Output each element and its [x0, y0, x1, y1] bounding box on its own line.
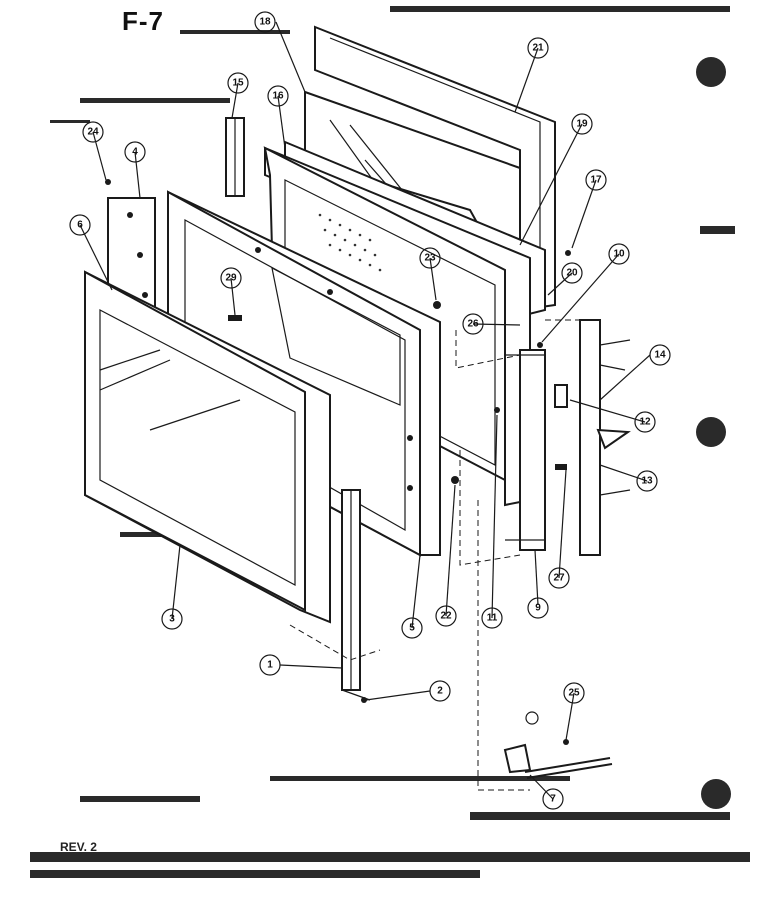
callout-5: 5	[409, 623, 415, 634]
callout-15: 15	[232, 78, 244, 89]
scan-artifacts	[30, 6, 750, 878]
callout-16: 16	[272, 91, 284, 102]
callout-7: 7	[550, 794, 556, 805]
callout-11: 11	[487, 613, 498, 624]
part-latch-plate	[579, 319, 631, 556]
callout-14: 14	[654, 350, 666, 361]
callout-20: 20	[566, 268, 578, 279]
callout-23: 23	[424, 253, 436, 264]
callout-4: 4	[132, 147, 138, 158]
part-latch-bar	[341, 489, 371, 701]
part-latch-assembly	[505, 349, 546, 551]
callout-17: 17	[590, 175, 602, 186]
callout-3: 3	[169, 614, 175, 625]
callout-12: 12	[639, 417, 651, 428]
callout-21: 21	[532, 43, 544, 54]
callout-19: 19	[576, 119, 588, 130]
callout-10: 10	[613, 249, 625, 260]
callout-25: 25	[568, 688, 580, 699]
callout-18: 18	[259, 17, 271, 28]
callout-24: 24	[87, 127, 99, 138]
figure-label: F-7	[122, 6, 164, 36]
callout-22: 22	[440, 611, 452, 622]
part-switch-lever	[554, 384, 568, 408]
callout-29: 29	[225, 273, 237, 284]
callout-9: 9	[535, 603, 541, 614]
callout-26: 26	[467, 319, 479, 330]
callout-13: 13	[641, 476, 653, 487]
callout-bubbles: 18 21 15 16 19 17 10 4 24 6 23 29 20 26 …	[69, 11, 671, 810]
callout-6: 6	[77, 220, 83, 231]
part-small-bracket	[225, 117, 245, 197]
part-front-door-frame	[84, 270, 331, 624]
callout-1: 1	[267, 660, 273, 671]
assembly-lines	[289, 319, 580, 791]
revision-label: REV. 2	[60, 840, 97, 854]
callout-2: 2	[437, 686, 443, 697]
callout-27: 27	[553, 573, 565, 584]
part-bottom-lever	[503, 711, 613, 779]
leader-lines	[79, 21, 651, 800]
screws	[105, 179, 571, 745]
